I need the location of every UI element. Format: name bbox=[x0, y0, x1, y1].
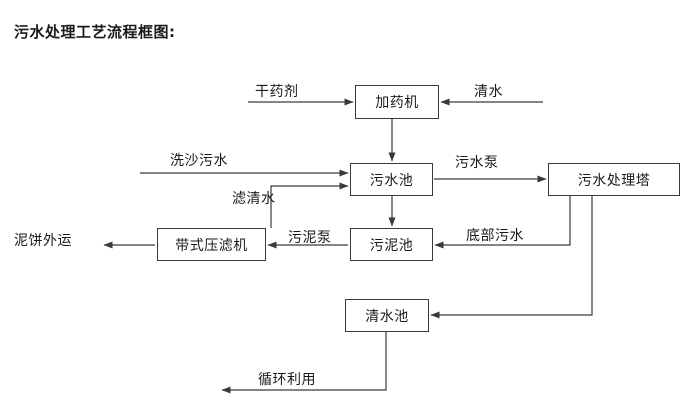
edge-label-dry-chemical: 干药剂 bbox=[255, 84, 299, 100]
node-treatment-tower[interactable]: 污水处理塔 bbox=[548, 163, 680, 196]
edge-label-sewage-pump: 污水泵 bbox=[455, 155, 499, 171]
edge-label-recycle-reuse: 循环利用 bbox=[258, 372, 316, 388]
node-clear-water-pool[interactable]: 清水池 bbox=[345, 299, 429, 332]
page-title: 污水处理工艺流程框图: bbox=[14, 23, 176, 41]
edge-label-clean-water-input: 清水 bbox=[474, 84, 503, 100]
terminal-mud-cake-output: 泥饼外运 bbox=[14, 233, 72, 249]
node-wastewater-pool[interactable]: 污水池 bbox=[350, 163, 433, 196]
edge-tower-to-clear-water-pool bbox=[430, 196, 593, 319]
edge-label-filtered-clear-water: 滤清水 bbox=[232, 191, 276, 207]
edge-label-bottom-sewage: 底部污水 bbox=[466, 228, 524, 244]
edge-label-sludge-pump: 污泥泵 bbox=[288, 230, 332, 246]
node-sludge-pool[interactable]: 污泥池 bbox=[350, 228, 433, 261]
node-dosing-machine[interactable]: 加药机 bbox=[355, 85, 439, 119]
node-label: 污水池 bbox=[369, 172, 414, 189]
node-label: 污泥池 bbox=[369, 237, 414, 254]
node-label: 清水池 bbox=[365, 308, 409, 325]
node-belt-filter-press[interactable]: 带式压滤机 bbox=[157, 228, 266, 261]
node-label: 加药机 bbox=[375, 95, 419, 111]
node-label: 污水处理塔 bbox=[577, 172, 651, 189]
node-label: 带式压滤机 bbox=[175, 237, 248, 254]
edge-clear-water-pool-to-recycle bbox=[221, 332, 387, 394]
edge-filtered-to-wastewater-pool bbox=[270, 182, 349, 228]
edge-tower-to-sludge-pool bbox=[434, 196, 571, 249]
edge-label-sand-wash-water: 洗沙污水 bbox=[170, 153, 228, 169]
